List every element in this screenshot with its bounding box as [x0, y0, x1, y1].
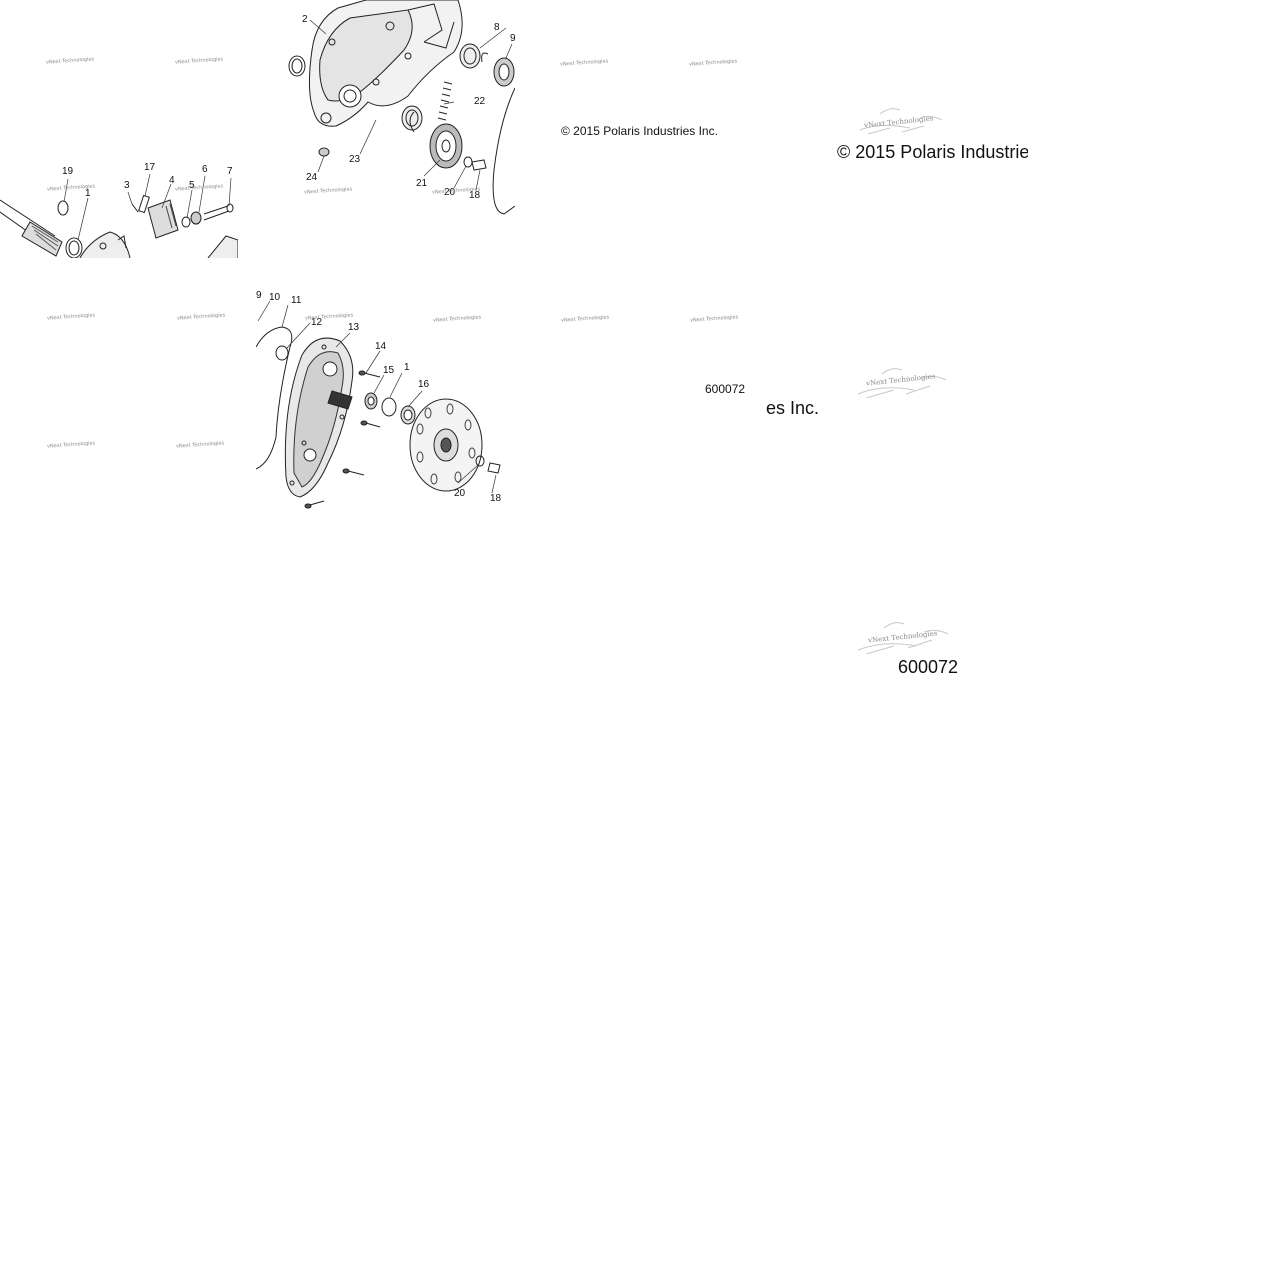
watermark-stamp — [857, 368, 947, 398]
callout-24: 24 — [306, 172, 318, 183]
diagram-tile-shaft: 19 1 3 17 4 5 6 7 — [0, 0, 238, 258]
callout-6: 6 — [202, 164, 208, 175]
callout-2: 2 — [302, 14, 308, 25]
watermark-text: vNext Technologies — [688, 58, 738, 68]
callout-20: 20 — [444, 187, 456, 198]
case-gear-drawing — [288, 0, 515, 215]
callout-9b: 9 — [256, 290, 262, 301]
copyright-notice-fragment: es Inc. — [766, 398, 820, 418]
watermark-text: vNext Technologies — [46, 312, 96, 322]
callout-16: 16 — [418, 379, 430, 390]
watermark-text: vNext Technologies — [176, 312, 226, 322]
callout-7: 7 — [227, 166, 233, 177]
callout-17: 17 — [144, 162, 156, 173]
callout-22: 22 — [474, 96, 486, 107]
figure-code: 600072 — [705, 382, 746, 396]
callout-11: 11 — [291, 295, 302, 306]
diagram-tile-case: 2 8 9 22 23 24 21 20 18 — [258, 0, 515, 215]
watermark-text: vNext Technologies — [175, 440, 225, 450]
watermark-text: vNext Technologies — [560, 314, 610, 324]
callout-18b: 18 — [490, 493, 502, 504]
callout-20b: 20 — [454, 488, 466, 499]
cover-brake-drawing — [256, 300, 501, 509]
watermark-text: vNext Technologies — [689, 314, 739, 324]
callout-1b: 1 — [404, 362, 410, 373]
callout-8: 8 — [494, 22, 500, 33]
figure-code-large: 600072 — [898, 657, 959, 677]
watermark-text: vNext Technologies — [46, 440, 96, 450]
callout-19: 19 — [62, 166, 74, 177]
watermark-stamp — [857, 622, 949, 654]
callout-21: 21 — [416, 178, 428, 189]
shaft-assembly-drawing — [0, 173, 238, 258]
callout-4: 4 — [169, 175, 175, 186]
watermark-text: vNext Technologies — [559, 58, 609, 68]
callout-15: 15 — [383, 365, 395, 376]
diagram-tile-cover: 9 10 11 12 13 14 15 1 16 20 18 — [256, 287, 515, 511]
callout-5: 5 — [189, 180, 195, 191]
callout-12: 12 — [311, 317, 323, 328]
callout-18: 18 — [469, 190, 481, 201]
callout-9: 9 — [510, 33, 515, 44]
callout-10: 10 — [269, 292, 281, 303]
callout-13: 13 — [348, 322, 360, 333]
callout-23: 23 — [349, 154, 361, 165]
callout-14: 14 — [375, 341, 387, 352]
callout-1: 1 — [85, 188, 91, 199]
callout-3: 3 — [124, 180, 130, 191]
copyright-notice: © 2015 Polaris Industries Inc. — [561, 124, 718, 138]
watermark-stamp — [859, 108, 943, 135]
copyright-notice-large: © 2015 Polaris Industrie — [837, 142, 1028, 162]
